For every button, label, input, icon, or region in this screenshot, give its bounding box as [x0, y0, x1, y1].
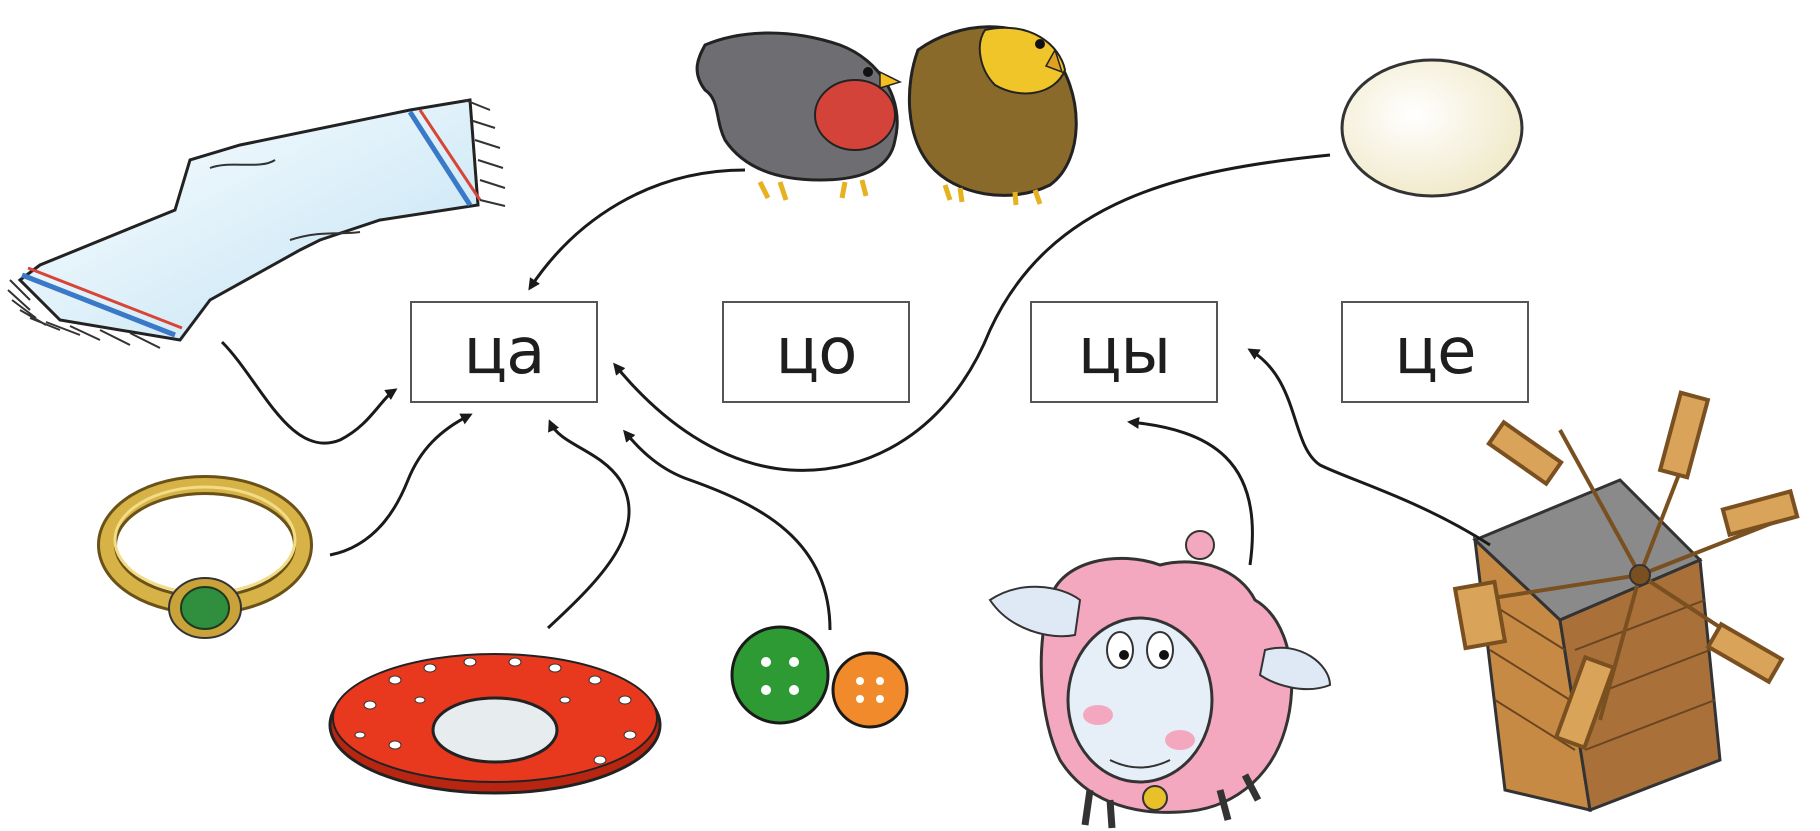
arrow-towel-to-ca [220, 340, 398, 445]
syllable-text: це [1394, 315, 1477, 389]
syllable-text: цы [1077, 315, 1171, 389]
towel-picture [7, 98, 506, 349]
arrows-layer [220, 153, 1491, 631]
syllable-box-co[interactable]: цо [722, 301, 910, 403]
arrow-egg-to-ca [613, 153, 1331, 472]
saucer-picture [328, 653, 662, 795]
syllable-box-cy[interactable]: цы [1030, 301, 1218, 403]
windmill-picture [1452, 390, 1800, 813]
syllable-text: цо [775, 315, 858, 389]
arrow-sheep-to-cy [1127, 416, 1254, 566]
ring-picture [97, 475, 313, 639]
syllable-box-ca[interactable]: ца [410, 301, 598, 403]
arrow-buttons-to-ca [623, 429, 832, 631]
arrow-ring-to-ca [329, 413, 473, 557]
arrow-saucer-to-ca [546, 419, 631, 630]
syllable-text: ца [463, 315, 546, 389]
arrow-windmill-to-ce [1247, 348, 1491, 547]
birds-picture [695, 25, 1078, 206]
syllable-box-ce[interactable]: це [1341, 301, 1529, 403]
egg-picture [1340, 58, 1524, 198]
sheep-picture [988, 530, 1332, 829]
buttons-picture [730, 625, 909, 729]
arrow-birds-to-ca [528, 168, 746, 291]
